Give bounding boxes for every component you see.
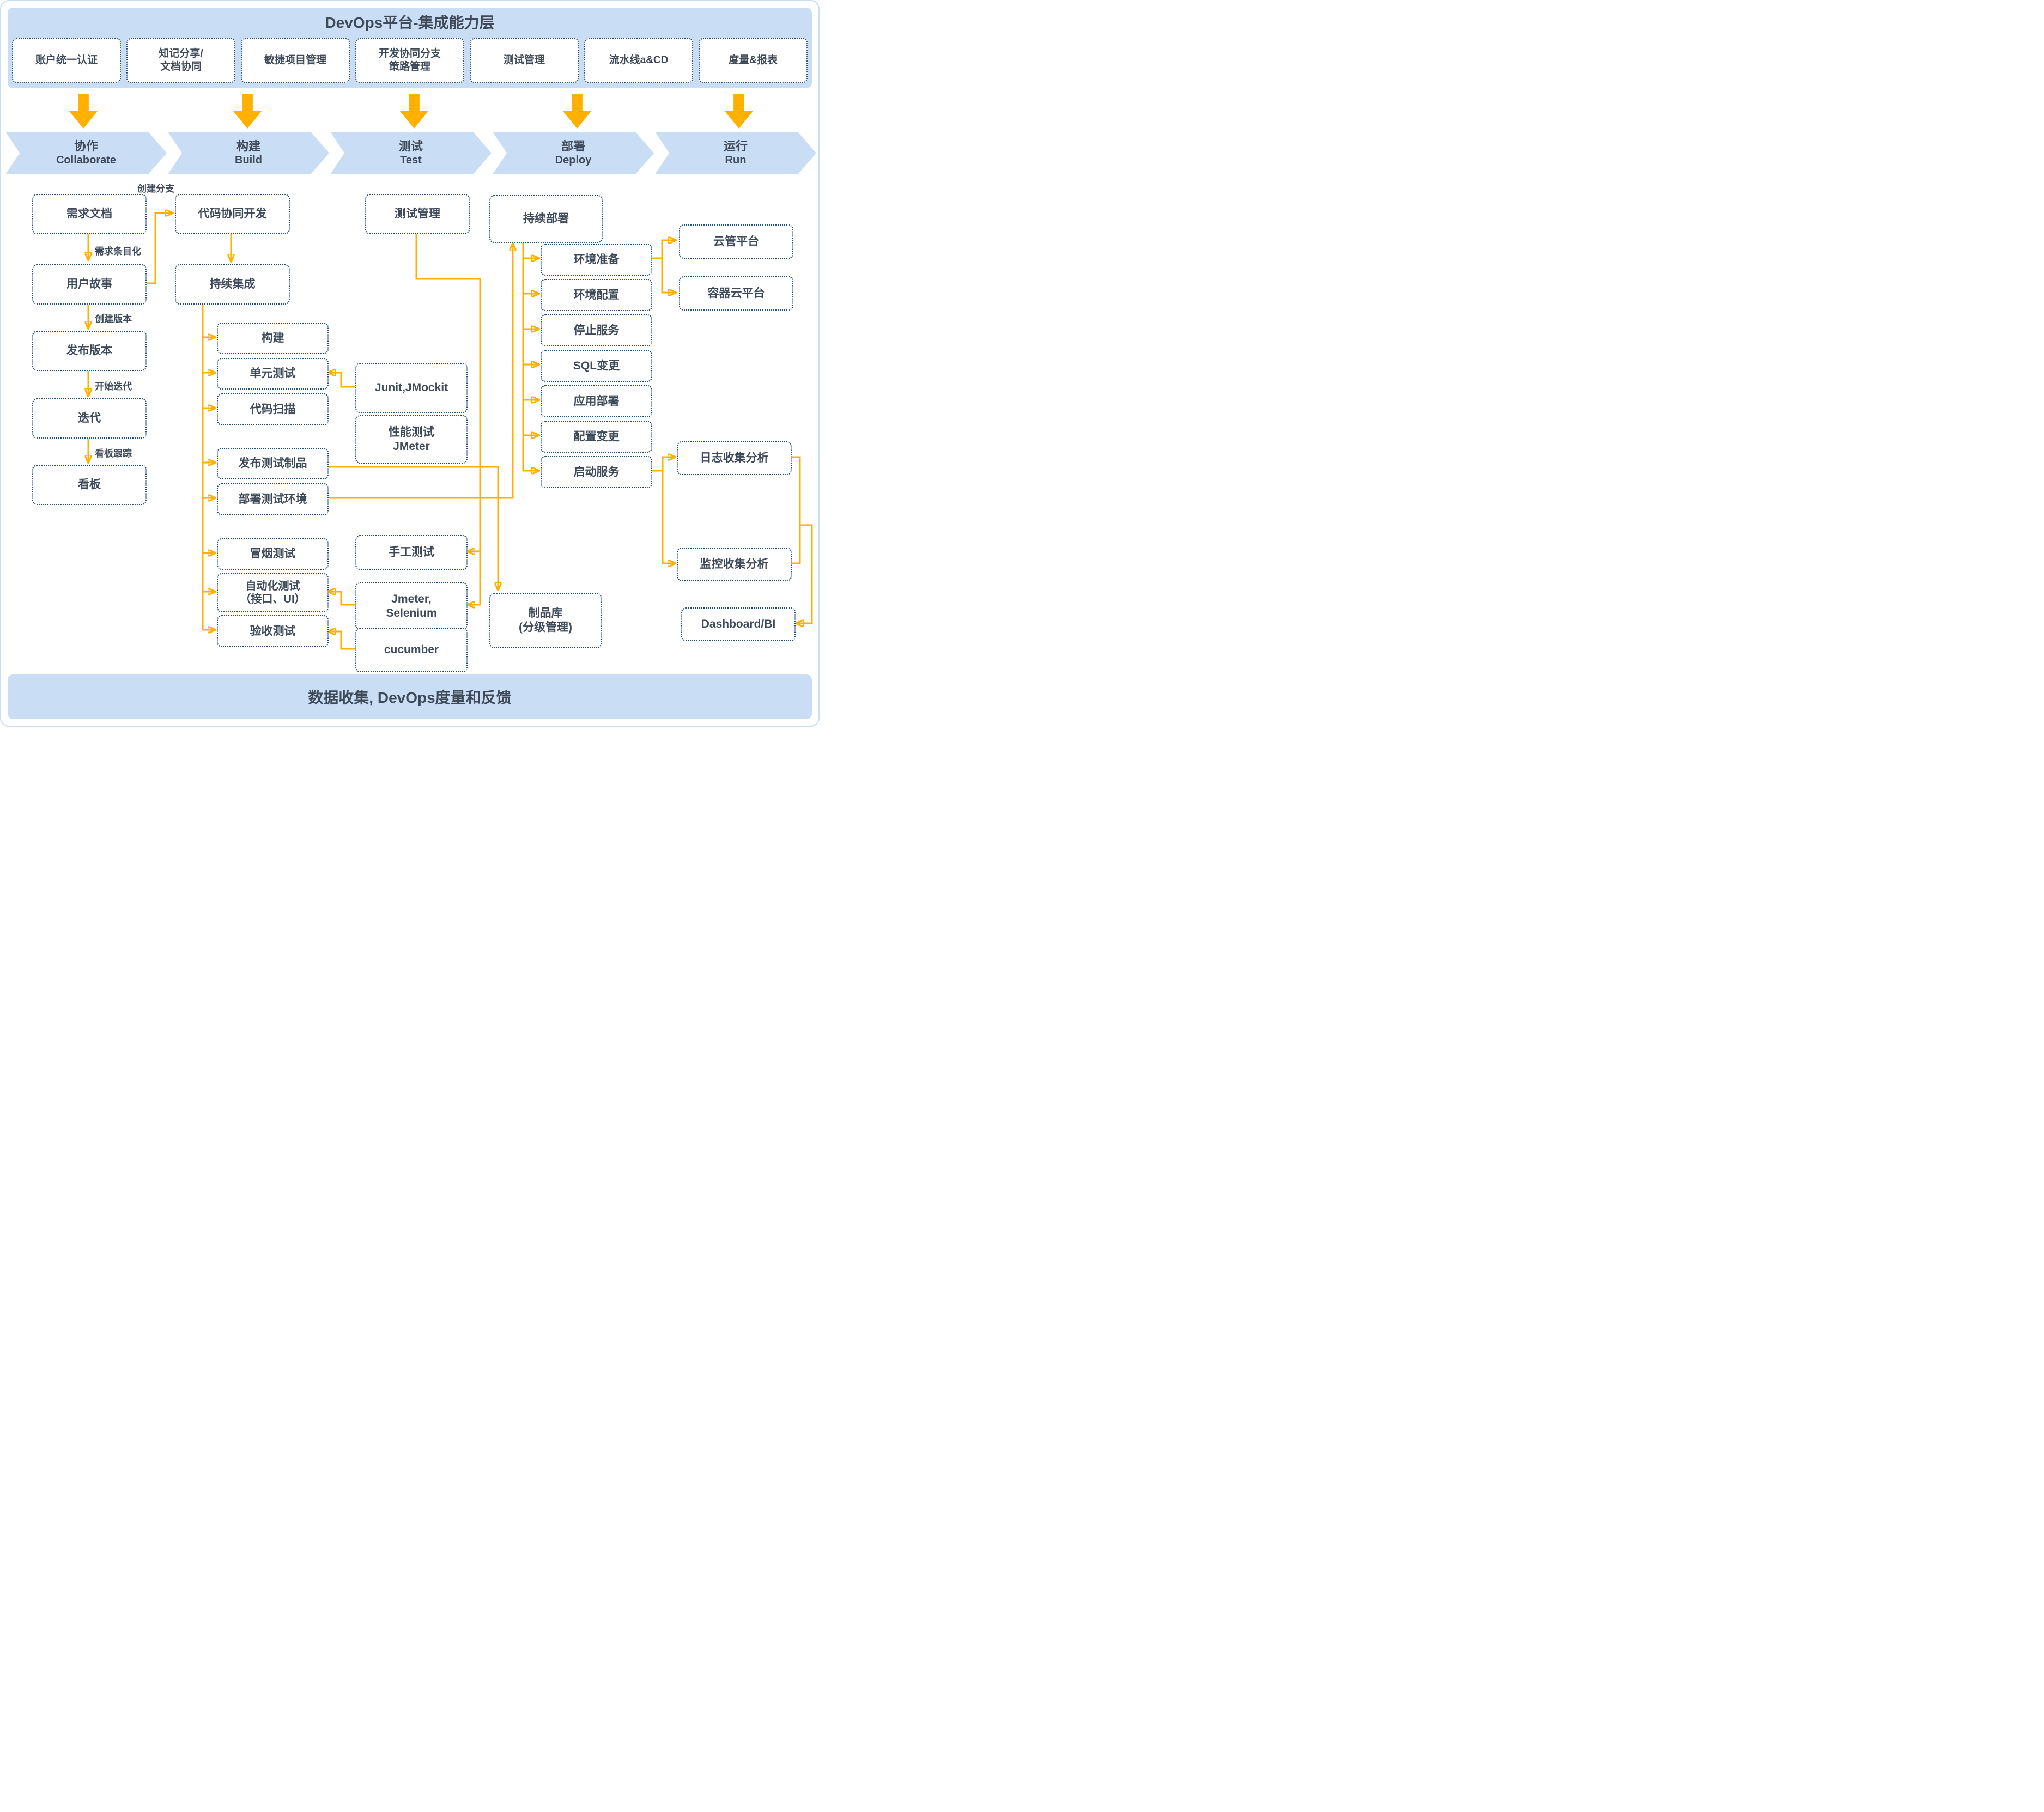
- node-cloud-mgmt-platform: 云管平台: [679, 224, 793, 259]
- node-monitor-collection-analysis: 监控收集分析: [677, 548, 792, 581]
- capability-branch-strategy: 开发协同分支策路管理: [355, 38, 464, 83]
- label-create-branch: 创建分支: [137, 184, 174, 194]
- node-automation-test: 自动化测试（接口、UI）: [217, 573, 329, 612]
- capability-test-mgmt: 测试管理: [470, 38, 579, 83]
- node-release-version: 发布版本: [32, 331, 147, 371]
- page-title: DevOps平台-集成能力层: [325, 14, 495, 31]
- node-continuous-integration: 持续集成: [175, 264, 290, 305]
- footer-title: 数据收集, DevOps度量和反馈: [308, 689, 512, 706]
- node-app-deploy: 应用部署: [541, 385, 652, 417]
- node-config-change: 配置变更: [541, 421, 652, 453]
- capability-row: 账户统一认证 知记分享/文档协同 敏捷项目管理 开发协同分支策路管理 测试管理 …: [12, 38, 808, 83]
- banner-down-arrow-icon: [725, 94, 753, 129]
- edge-envprep-to-containercloud: [661, 258, 675, 293]
- node-dashboard-bi: Dashboard/BI: [681, 607, 796, 641]
- node-kanban: 看板: [32, 465, 147, 505]
- node-build-step: 构建: [217, 323, 329, 354]
- node-junit-jmockit: Junit,JMockit: [355, 363, 468, 413]
- node-iteration: 迭代: [32, 398, 147, 439]
- edge-junit-to-unittest: [329, 373, 355, 388]
- banner-down-arrow-icon: [563, 94, 591, 129]
- edge-analysis-merge: [790, 456, 801, 564]
- edge-userstory-to-codecollab: [144, 213, 172, 284]
- node-start-service: 启动服务: [541, 456, 652, 488]
- node-env-config: 环境配置: [541, 279, 652, 311]
- node-stop-service: 停止服务: [541, 314, 652, 346]
- capability-account-auth: 账户统一认证: [12, 38, 121, 83]
- node-manual-test: 手工测试: [355, 535, 468, 570]
- node-publish-test-artifact: 发布测试制品: [217, 448, 329, 479]
- node-container-cloud-platform: 容器云平台: [679, 276, 793, 311]
- edge-startservice-to-loganalysis: [650, 457, 675, 472]
- node-requirement-doc: 需求文档: [32, 194, 147, 234]
- banner-down-arrow-icon: [69, 94, 98, 129]
- node-code-collab-dev: 代码协同开发: [175, 194, 290, 234]
- edge-jmeter-to-autotest: [329, 592, 355, 606]
- edge-startservice-to-monitoranalysis: [662, 471, 675, 563]
- edge-envprep-to-cloudmgmt: [650, 240, 675, 259]
- node-log-collection-analysis: 日志收集分析: [677, 441, 792, 475]
- label-start-iteration: 开始迭代: [95, 381, 132, 392]
- capability-agile-pm: 敏捷项目管理: [241, 38, 350, 83]
- node-code-scan: 代码扫描: [217, 393, 329, 425]
- node-user-story: 用户故事: [32, 264, 147, 305]
- node-deploy-test-env: 部署测试环境: [217, 483, 329, 515]
- label-kanban-tracking: 看板跟踪: [95, 448, 132, 459]
- capability-metrics-report: 度量&报表: [699, 38, 808, 83]
- bottom-banner: 数据收集, DevOps度量和反馈: [8, 674, 812, 719]
- label-create-version: 创建版本: [95, 314, 132, 324]
- top-banner: DevOps平台-集成能力层 账户统一认证 知记分享/文档协同 敏捷项目管理 开…: [8, 8, 812, 88]
- capability-pipeline-cicd: 流水线a&CD: [584, 38, 693, 83]
- devops-platform-diagram: DevOps平台-集成能力层 账户统一认证 知记分享/文档协同 敏捷项目管理 开…: [0, 0, 820, 727]
- node-artifact-repository: 制品库(分级管理): [489, 593, 602, 648]
- banner-down-arrow-icon: [233, 94, 262, 129]
- node-env-prepare: 环境准备: [541, 244, 652, 276]
- node-sql-change: SQL变更: [541, 350, 652, 382]
- node-cucumber: cucumber: [355, 628, 468, 672]
- edge-merge-to-dashboard: [797, 524, 813, 623]
- node-test-management: 测试管理: [365, 194, 470, 234]
- node-smoke-test: 冒烟测试: [217, 538, 329, 570]
- edge-cucumber-to-acceptance: [329, 631, 355, 650]
- node-acceptance-test: 验收测试: [217, 615, 329, 647]
- edge-publish-to-artifactrepo: [326, 466, 498, 589]
- node-jmeter-selenium: Jmeter,Selenium: [355, 582, 468, 630]
- node-unit-test: 单元测试: [217, 358, 329, 390]
- label-itemize-requirements: 需求条目化: [95, 246, 141, 257]
- node-continuous-deploy: 持续部署: [489, 195, 603, 243]
- banner-down-arrow-icon: [400, 94, 428, 129]
- capability-knowledge-share: 知记分享/文档协同: [126, 38, 235, 83]
